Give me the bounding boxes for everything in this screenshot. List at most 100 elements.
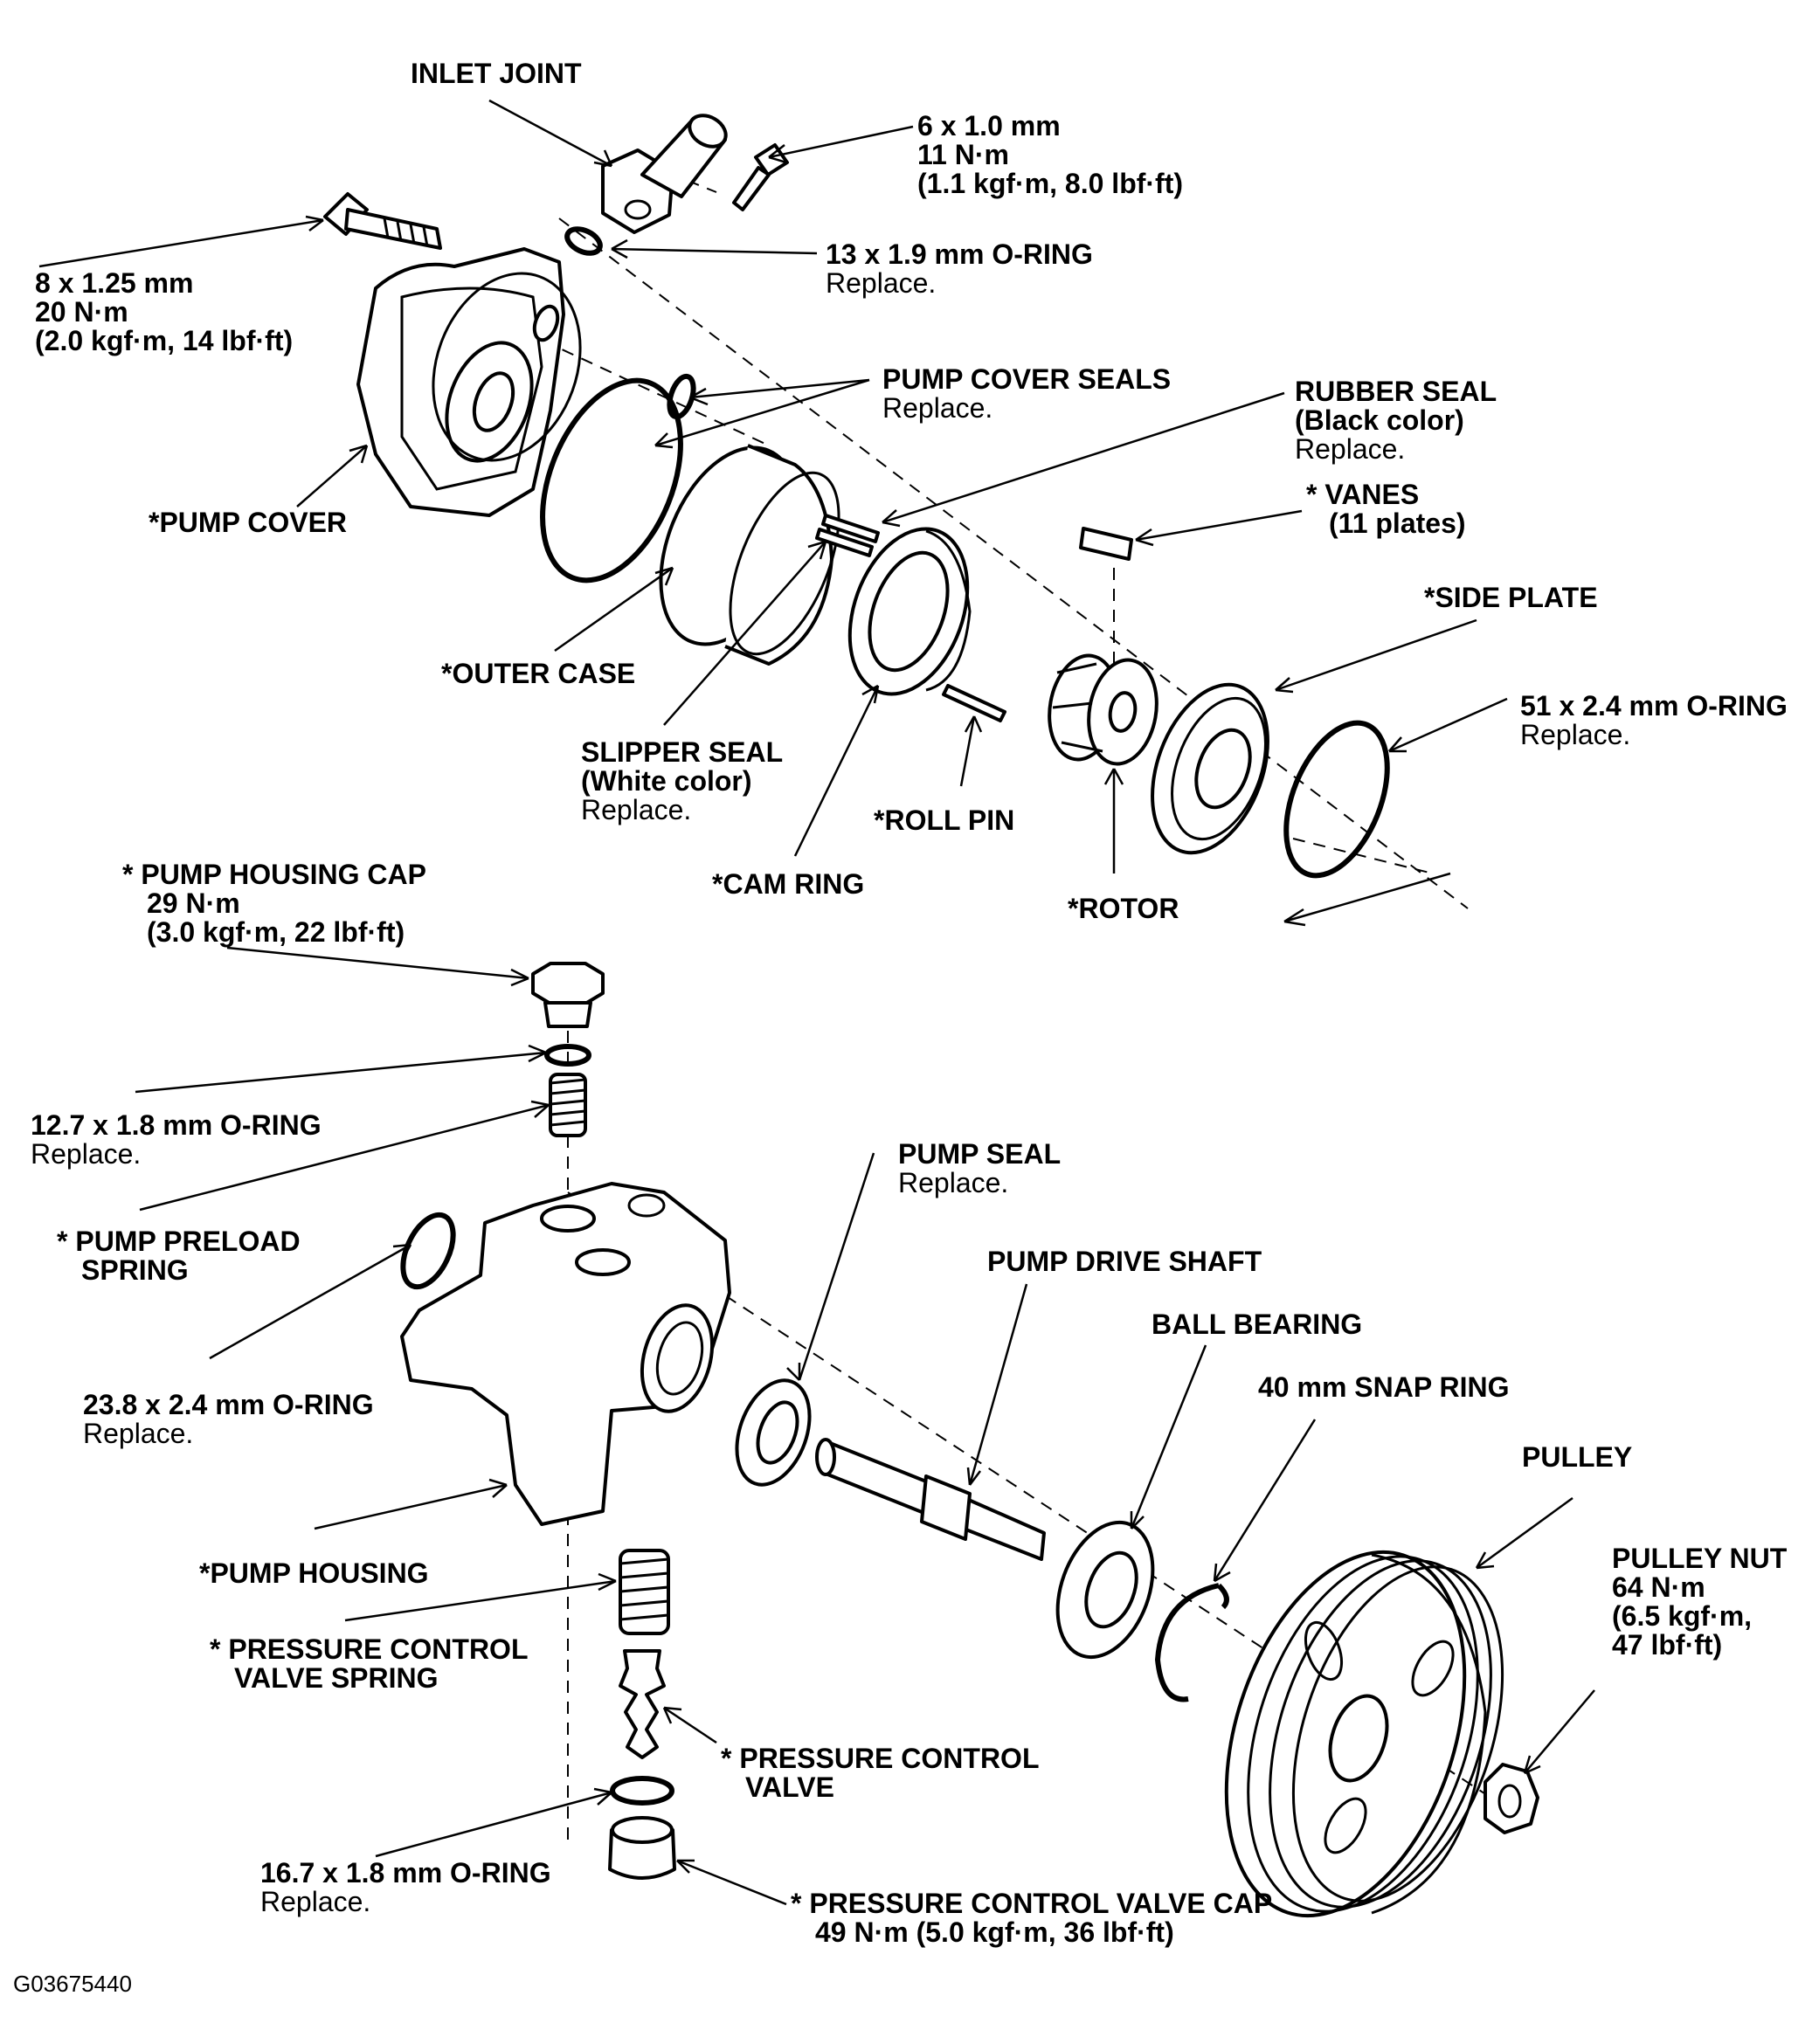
pump-cover-seal-small	[667, 373, 696, 420]
label-line: *ROLL PIN	[874, 804, 1015, 836]
label-bolt-6mm: 6 x 1.0 mm 11 N·m (1.1 kgf·m, 8.0 lbf·ft…	[917, 112, 1183, 198]
label-line: * PRESSURE CONTROL	[721, 1743, 1040, 1774]
label-vanes: * VANES (11 plates)	[1306, 480, 1466, 538]
o-ring-51mm-direction-arrow	[1283, 872, 1451, 927]
pump-seal	[735, 1378, 812, 1487]
label-inlet-joint: INLET JOINT	[411, 59, 582, 88]
label-rubber-seal: RUBBER SEAL (Black color) Replace.	[1295, 377, 1497, 464]
pump-preload-spring	[549, 1073, 587, 1137]
label-note: Replace.	[1295, 433, 1406, 465]
outer-case	[659, 444, 840, 666]
label-pump-preload-spring: * PUMP PRELOAD SPRING	[57, 1227, 301, 1285]
label-line: 12.7 x 1.8 mm O-RING	[31, 1109, 322, 1141]
o-ring-23-8mm	[400, 1212, 456, 1290]
label-line: *OUTER CASE	[441, 658, 636, 689]
label-line: (2.0 kgf·m, 14 lbf·ft)	[35, 325, 294, 356]
label-pump-cover: *PUMP COVER	[149, 508, 347, 537]
snap-ring	[1154, 1583, 1229, 1702]
label-o-ring-16-7mm: 16.7 x 1.8 mm O-RING Replace.	[260, 1859, 551, 1916]
label-snap-ring: 40 mm SNAP RING	[1258, 1373, 1510, 1402]
label-pulley-nut: PULLEY NUT 64 N·m (6.5 kgf·m, 47 lbf·ft)	[1612, 1544, 1787, 1660]
label-line: * VANES	[1306, 479, 1420, 510]
label-side-plate: *SIDE PLATE	[1424, 584, 1598, 612]
label-line: PUMP SEAL	[898, 1138, 1062, 1170]
label-note: Replace.	[31, 1138, 142, 1170]
label-rotor: *ROTOR	[1068, 894, 1179, 923]
pressure-control-valve	[619, 1649, 666, 1759]
label-pump-housing: *PUMP HOUSING	[199, 1559, 429, 1588]
label-line: *PUMP HOUSING	[199, 1557, 429, 1589]
label-note: Replace.	[1520, 719, 1631, 750]
rotor	[1048, 653, 1158, 766]
bolt-8mm	[323, 192, 442, 250]
o-ring-16-7mm	[610, 1776, 674, 1806]
label-line: (1.1 kgf·m, 8.0 lbf·ft)	[917, 168, 1184, 199]
label-line: 40 mm SNAP RING	[1258, 1371, 1510, 1403]
label-line: PULLEY NUT	[1612, 1543, 1788, 1574]
label-line: SPRING	[81, 1254, 189, 1286]
pump-cover-seal-large	[540, 377, 683, 584]
label-pressure-control-valve: * PRESSURE CONTROL VALVE	[721, 1744, 1039, 1802]
slipper-seal	[815, 528, 874, 557]
label-line: *SIDE PLATE	[1424, 582, 1598, 613]
label-line: *ROTOR	[1068, 893, 1179, 924]
label-line: PULLEY	[1522, 1441, 1633, 1473]
label-o-ring-13mm: 13 x 1.9 mm O-RING Replace.	[826, 240, 1093, 298]
label-line: BALL BEARING	[1152, 1309, 1363, 1340]
label-line: *CAM RING	[712, 868, 865, 900]
label-note: Replace.	[83, 1418, 194, 1449]
label-line: (6.5 kgf·m,	[1612, 1600, 1753, 1632]
label-note: Replace.	[581, 794, 692, 825]
label-note: Replace.	[898, 1167, 1009, 1198]
label-note: Replace.	[826, 267, 937, 299]
label-roll-pin: *ROLL PIN	[874, 806, 1014, 835]
label-line: * PUMP PRELOAD	[57, 1226, 301, 1257]
pump-housing	[400, 1182, 731, 1526]
label-pressure-control-valve-spring: * PRESSURE CONTROL VALVE SPRING	[210, 1635, 528, 1693]
label-o-ring-51mm: 51 x 2.4 mm O-RING Replace.	[1520, 692, 1788, 749]
pump-cover	[356, 247, 582, 517]
o-ring-51mm	[1283, 720, 1390, 879]
label-pulley: PULLEY	[1522, 1443, 1632, 1472]
label-line: VALVE SPRING	[234, 1662, 439, 1694]
side-plate	[1151, 682, 1269, 855]
label-line: 13 x 1.9 mm O-RING	[826, 238, 1093, 270]
label-line: RUBBER SEAL	[1295, 376, 1497, 407]
label-note: Replace.	[260, 1886, 371, 1917]
rubber-seal	[821, 514, 880, 543]
label-line: PUMP DRIVE SHAFT	[987, 1246, 1262, 1277]
label-line: 11 N·m	[917, 139, 1009, 170]
label-line: 47 lbf·ft)	[1612, 1629, 1723, 1661]
pressure-control-valve-spring	[619, 1549, 670, 1635]
label-line: SLIPPER SEAL	[581, 736, 784, 768]
label-line: 51 x 2.4 mm O-RING	[1520, 690, 1788, 722]
label-line: 64 N·m	[1612, 1571, 1705, 1603]
label-line: PUMP COVER SEALS	[882, 363, 1172, 395]
label-line: 8 x 1.25 mm	[35, 267, 194, 299]
pump-housing-cap	[531, 962, 605, 1028]
label-bolt-8mm: 8 x 1.25 mm 20 N·m (2.0 kgf·m, 14 lbf·ft…	[35, 269, 293, 356]
label-line: * PRESSURE CONTROL VALVE CAP	[791, 1888, 1273, 1919]
pump-drive-shaft	[815, 1438, 1046, 1561]
label-line: *PUMP COVER	[149, 507, 348, 538]
label-line: VALVE	[745, 1771, 834, 1803]
bolt-6mm	[732, 143, 789, 211]
label-line: 6 x 1.0 mm	[917, 110, 1061, 142]
pulley	[1224, 1550, 1504, 1918]
label-o-ring-23-8mm: 23.8 x 2.4 mm O-RING Replace.	[83, 1391, 374, 1448]
label-pump-drive-shaft: PUMP DRIVE SHAFT	[987, 1247, 1262, 1276]
label-pump-cover-seals: PUMP COVER SEALS Replace.	[882, 365, 1171, 423]
label-pump-seal: PUMP SEAL Replace.	[898, 1140, 1061, 1198]
label-line: * PRESSURE CONTROL	[210, 1633, 529, 1665]
vanes	[1079, 527, 1133, 561]
figure-id: G03675440	[13, 1971, 132, 1997]
label-line: (11 plates)	[1329, 508, 1466, 539]
label-line: 16.7 x 1.8 mm O-RING	[260, 1857, 551, 1889]
label-line: * PUMP HOUSING CAP	[122, 859, 426, 890]
label-line: 29 N·m	[147, 887, 240, 919]
label-outer-case: *OUTER CASE	[441, 659, 635, 688]
label-pump-housing-cap: * PUMP HOUSING CAP 29 N·m (3.0 kgf·m, 22…	[122, 860, 426, 947]
label-line: (Black color)	[1295, 404, 1464, 436]
